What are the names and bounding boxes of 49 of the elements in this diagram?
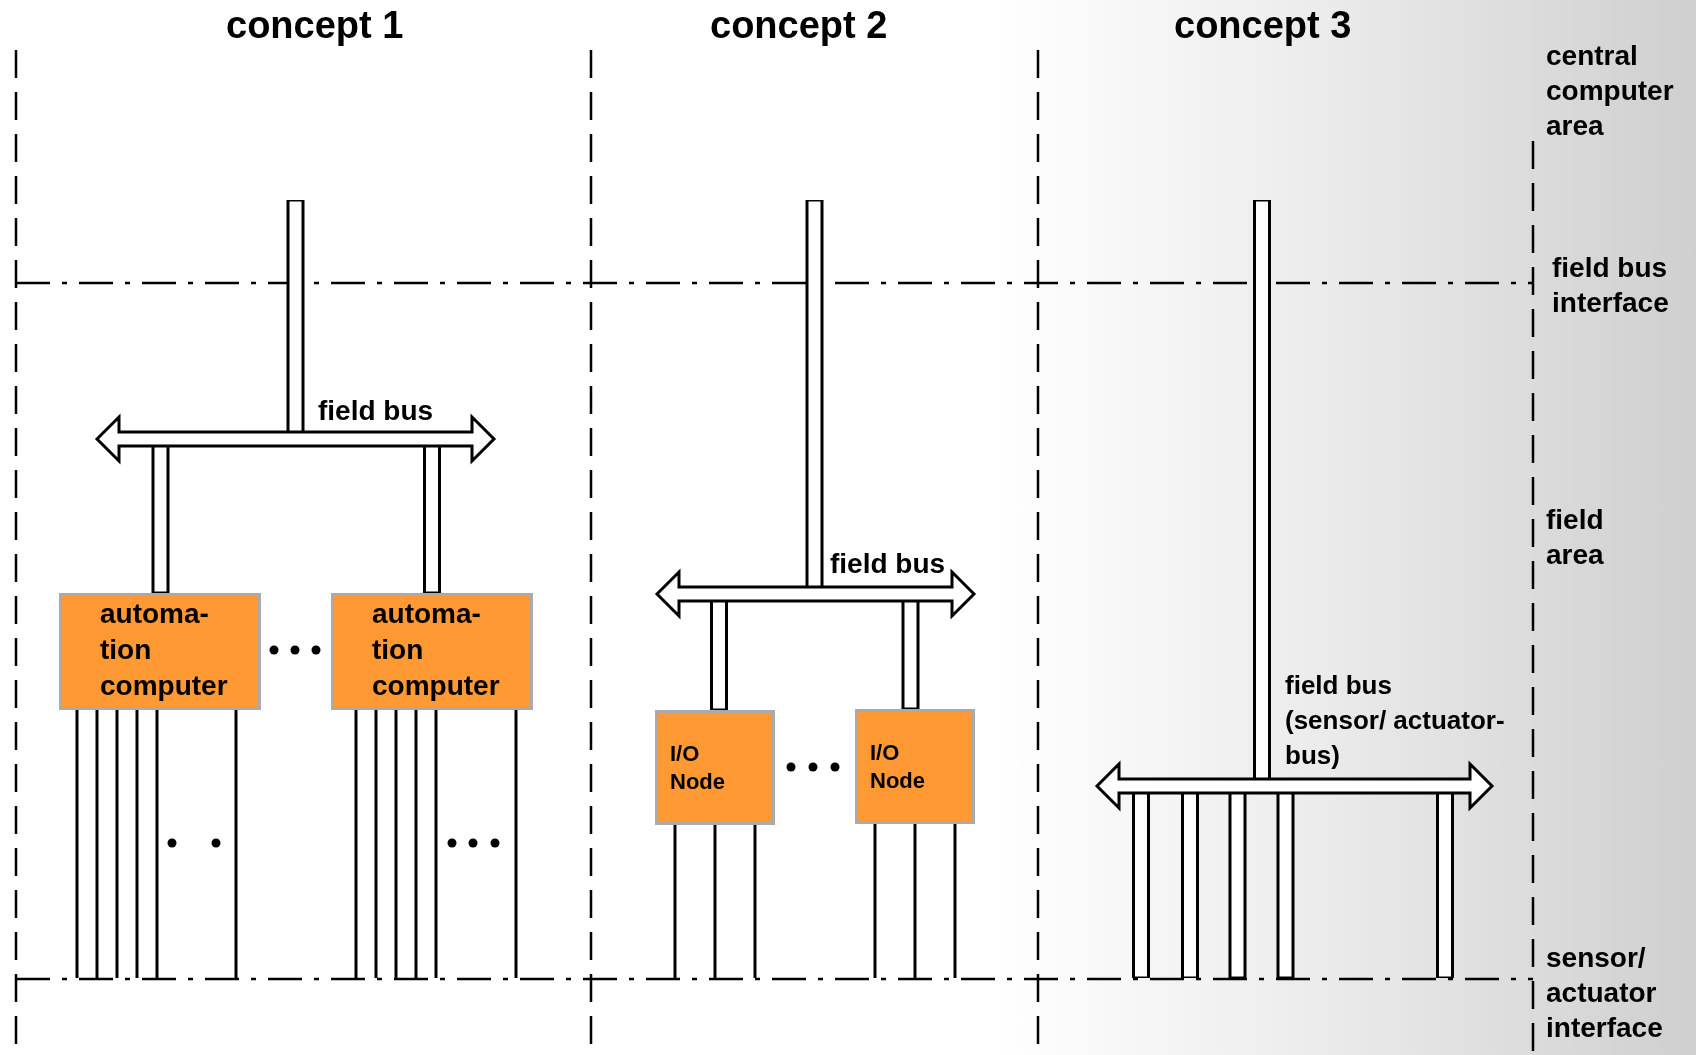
bus-line (901, 601, 920, 709)
signal-line (95, 710, 99, 978)
signal-line (434, 710, 438, 978)
signal-line (394, 710, 398, 978)
signal-line (753, 825, 757, 978)
node-label: automa- tion computer (100, 596, 229, 703)
bus-line (423, 446, 441, 593)
signal-line (953, 824, 957, 978)
signal-line (414, 710, 418, 978)
column-heading: concept 3 (1174, 3, 1352, 48)
bus-line (151, 446, 170, 593)
signal-line (913, 824, 917, 978)
signal-line (354, 710, 358, 978)
zone-label: field area (1546, 503, 1605, 572)
bus-line (1253, 200, 1271, 779)
column-heading: concept 2 (710, 3, 888, 48)
signal-line (155, 710, 159, 978)
bus-line (710, 601, 728, 710)
bus-label: field bus (830, 547, 947, 581)
signal-line (135, 710, 139, 978)
signal-line (75, 710, 79, 978)
signal-line (713, 825, 717, 978)
signal-line (873, 824, 877, 978)
bus-label: field bus (318, 394, 435, 428)
bus-line (1276, 793, 1295, 978)
node-box (331, 593, 533, 710)
signal-line (673, 825, 677, 978)
bus-line (1436, 793, 1454, 978)
zone-label: central computer area (1546, 39, 1675, 143)
node-box (655, 710, 775, 825)
node-label: automa- tion computer (372, 596, 501, 703)
node-label: I/O Node (870, 738, 926, 795)
bus-line (805, 200, 824, 587)
bus-line (1228, 793, 1247, 978)
bus-line (1181, 793, 1199, 978)
node-box (855, 709, 975, 824)
bus-line (1132, 793, 1150, 978)
column-heading: concept 1 (226, 3, 404, 48)
bus-label: (sensor/ actuator-bus) (1285, 704, 1506, 772)
signal-line (374, 710, 378, 978)
bus-label: field bus (1285, 669, 1393, 702)
node-label: I/O Node (670, 739, 726, 796)
signal-line (234, 710, 238, 978)
zone-label: field bus interface (1552, 251, 1670, 320)
bus-line (286, 200, 305, 432)
zone-label: sensor/ actuator interface (1546, 941, 1664, 1045)
signal-line (115, 710, 119, 978)
signal-line (514, 710, 518, 978)
node-box (59, 593, 261, 710)
